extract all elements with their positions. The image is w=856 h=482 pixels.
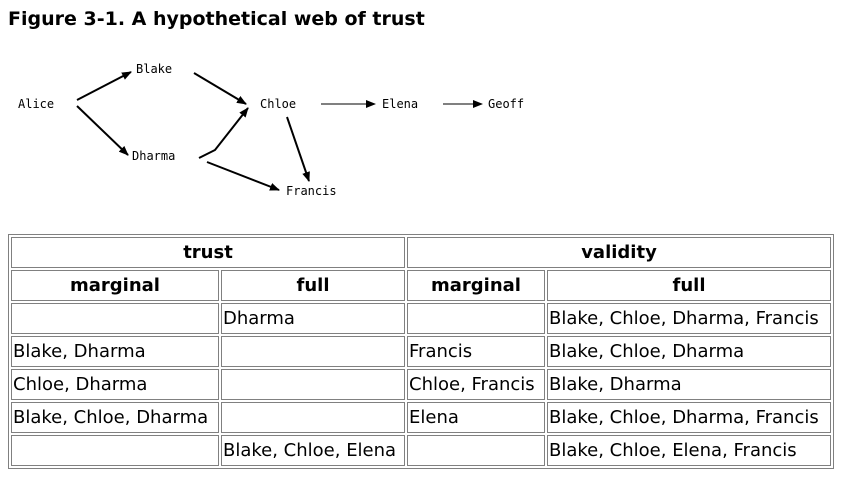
header-validity-full: full bbox=[547, 270, 831, 301]
header-trust-marginal: marginal bbox=[11, 270, 219, 301]
cell-trust-marginal: Chloe, Dharma bbox=[11, 369, 219, 400]
node-francis: Francis bbox=[286, 184, 337, 198]
cell-trust-full bbox=[221, 336, 405, 367]
header-trust: trust bbox=[11, 237, 405, 268]
table-row: Blake, Chloe, Elena Blake, Chloe, Elena,… bbox=[11, 435, 831, 466]
edge-alice-blake bbox=[76, 71, 132, 101]
table-group-header-row: trust validity bbox=[11, 237, 831, 268]
node-chloe: Chloe bbox=[260, 97, 296, 111]
node-dharma: Dharma bbox=[132, 149, 175, 163]
edge-alice-dharma bbox=[76, 105, 129, 156]
trust-validity-table: trust validity marginal full marginal fu… bbox=[8, 234, 834, 469]
cell-validity-marginal: Francis bbox=[407, 336, 545, 367]
header-validity-marginal: marginal bbox=[407, 270, 545, 301]
cell-trust-full bbox=[221, 369, 405, 400]
cell-validity-marginal: Elena bbox=[407, 402, 545, 433]
cell-validity-marginal bbox=[407, 303, 545, 334]
header-validity: validity bbox=[407, 237, 831, 268]
cell-trust-marginal bbox=[11, 303, 219, 334]
cell-validity-marginal: Chloe, Francis bbox=[407, 369, 545, 400]
web-of-trust-diagram: Alice Blake Dharma Chloe Elena Geoff Fra… bbox=[18, 62, 524, 198]
figure-title: Figure 3-1. A hypothetical web of trust bbox=[8, 8, 425, 30]
table-row: Dharma Blake, Chloe, Dharma, Francis bbox=[11, 303, 831, 334]
cell-trust-marginal: Blake, Chloe, Dharma bbox=[11, 402, 219, 433]
edge-blake-chloe bbox=[193, 72, 247, 105]
edge-dharma-chloe bbox=[198, 107, 249, 159]
node-blake: Blake bbox=[136, 62, 172, 76]
cell-trust-marginal: Blake, Dharma bbox=[11, 336, 219, 367]
table-sub-header-row: marginal full marginal full bbox=[11, 270, 831, 301]
cell-trust-full bbox=[221, 402, 405, 433]
edge-chloe-francis bbox=[286, 116, 310, 182]
node-geoff: Geoff bbox=[488, 97, 524, 111]
cell-validity-full: Blake, Chloe, Elena, Francis bbox=[547, 435, 831, 466]
node-alice: Alice bbox=[18, 97, 54, 111]
edge-dharma-francis bbox=[206, 161, 280, 191]
cell-validity-full: Blake, Chloe, Dharma, Francis bbox=[547, 303, 831, 334]
table-row: Chloe, Dharma Chloe, Francis Blake, Dhar… bbox=[11, 369, 831, 400]
header-trust-full: full bbox=[221, 270, 405, 301]
table-row: Blake, Dharma Francis Blake, Chloe, Dhar… bbox=[11, 336, 831, 367]
cell-validity-full: Blake, Chloe, Dharma, Francis bbox=[547, 402, 831, 433]
cell-trust-full: Blake, Chloe, Elena bbox=[221, 435, 405, 466]
cell-trust-full: Dharma bbox=[221, 303, 405, 334]
table-row: Blake, Chloe, Dharma Elena Blake, Chloe,… bbox=[11, 402, 831, 433]
cell-validity-marginal bbox=[407, 435, 545, 466]
cell-trust-marginal bbox=[11, 435, 219, 466]
cell-validity-full: Blake, Dharma bbox=[547, 369, 831, 400]
node-elena: Elena bbox=[382, 97, 418, 111]
cell-validity-full: Blake, Chloe, Dharma bbox=[547, 336, 831, 367]
